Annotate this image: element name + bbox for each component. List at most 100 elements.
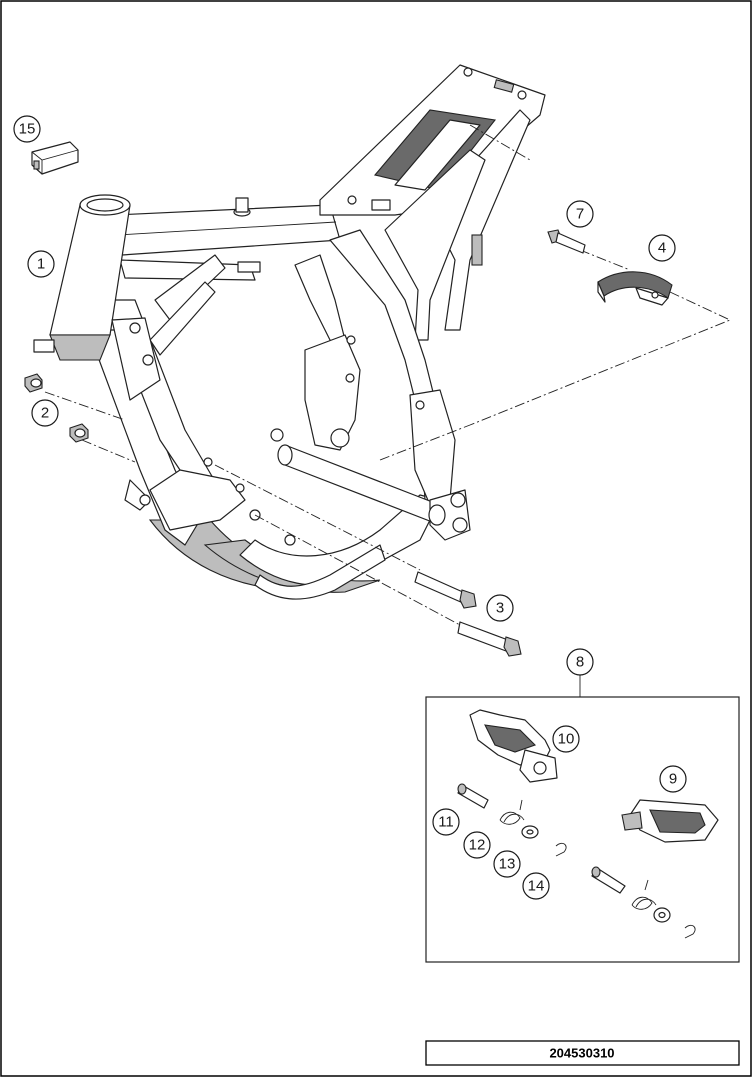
cross-tube-end-right [428,504,446,526]
callout-15-label: 15 [19,121,36,138]
spring-upper-leg [519,799,523,811]
head-tube-bore [86,198,124,212]
callout-13-label: 13 [499,856,516,873]
callout-2-label: 2 [41,405,49,422]
guide-hole [651,291,659,299]
bottom-bracket [149,469,246,531]
spring-lower-leg [644,879,649,891]
axis-line-3b [254,514,461,626]
plate-hole-3 [139,494,151,506]
callout-9-label: 9 [669,771,677,788]
document-number-box: 204530310 [425,1040,740,1066]
callout-15: 15 [13,115,41,143]
cross-tube-end-left [277,444,293,466]
guide-side [597,281,606,303]
callout-7-label: 7 [576,206,584,223]
subframe-tab [471,234,483,266]
callout-7: 7 [566,200,594,228]
lug-hole-4 [284,534,296,546]
part-2-nuts [24,373,89,443]
callout-12-label: 12 [469,837,486,854]
pivot-small-hole-right [415,400,425,410]
part-4-chain-guide [597,271,673,306]
cross-tube-lug [270,428,284,442]
bolt-7-shaft [555,232,586,254]
cap-edges [31,149,79,174]
part-9-footpeg-right [621,799,719,843]
guide-top [597,271,673,299]
pivot-bore-right-2 [452,517,468,533]
spring-upper [499,811,525,825]
callout-1-label: 1 [37,256,45,273]
subframe-slot [493,79,515,93]
callout-11: 11 [432,808,460,836]
steering-stop [33,339,55,353]
top-tube [114,204,341,256]
plate-hole-1 [129,322,141,334]
callout-10: 10 [552,725,580,753]
lower-brace [149,281,216,356]
mount-stub-top [237,261,261,273]
footpeg-9-mount [621,811,643,831]
subframe-rail-right [429,109,531,331]
footpeg-assembly-box [425,696,740,963]
callout-13: 13 [493,850,521,878]
tank-mount-post [235,197,249,213]
axis-line-2a [44,391,126,421]
front-engine-plate [111,317,161,401]
axis-line-2b [81,439,136,463]
cap-body [31,141,79,175]
pin-lower-end [591,866,601,878]
document-number: 204530310 [549,1046,614,1061]
axis-line-4 [379,291,732,461]
bolt-lower-shaft [457,621,509,652]
callout-4-label: 4 [658,240,666,257]
callout-9: 9 [659,765,687,793]
callout-1: 1 [27,250,55,278]
pivot-small-hole-left [345,373,355,383]
callout-3: 3 [486,594,514,622]
part-10-footpeg-left [469,709,558,783]
axis-line-7 [579,249,631,271]
main-frame [33,64,546,600]
axis-line-subframe [469,124,531,161]
part-12-springs [499,799,657,910]
pin-upper-end [457,783,467,795]
callout-8-label: 8 [576,654,584,671]
callout-11-label: 11 [438,814,454,831]
callout-10-label: 10 [558,731,575,748]
callout-12: 12 [463,831,491,859]
nut-lower-bore [74,428,86,438]
axis-line-3a [214,464,421,571]
callout-14-label: 14 [528,878,545,895]
clip-upper [555,842,567,857]
pivot-top-hole-left [346,335,356,345]
washer-lower-hole [658,911,666,919]
bolt-lower-head [503,636,522,657]
callout-3-label: 3 [496,600,504,617]
subframe-bracket [371,199,391,211]
footpeg-10-teeth [484,724,537,753]
pivot-bore-right-1 [450,492,466,508]
subframe-cutout-inner [394,119,481,191]
gusset-brace [154,254,226,321]
washer-upper-hole [526,829,534,835]
part-14-clips [555,842,696,939]
assembly-lines [44,124,732,626]
nut-upper-bore [30,378,42,388]
subframe-hole-2 [517,90,527,100]
part-7-bolt [547,229,586,254]
subframe-rail-inner [384,149,486,341]
callout-2: 2 [31,399,59,427]
plate-hole-2 [142,354,154,366]
callout-4: 4 [648,234,676,262]
part-11-pins [457,783,626,894]
lug-hole-2 [235,483,245,493]
subframe-hole-3 [347,195,357,205]
pivot-hole-left [330,428,350,448]
spring-lower [631,896,657,910]
footpeg-10-bore [533,761,547,775]
lug-hole-1 [203,457,213,467]
